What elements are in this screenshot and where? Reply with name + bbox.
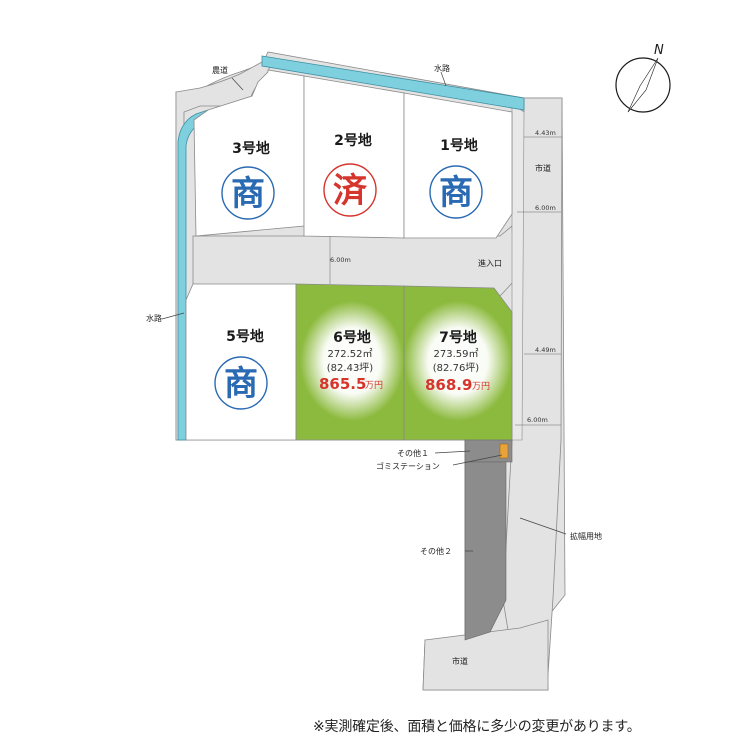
dimension-labels: 4.43m 6.00m 6.00m 4.49m 6.00m xyxy=(330,129,556,424)
compass-needle-light xyxy=(627,57,659,113)
entrance-label: 進入口 xyxy=(478,259,502,268)
dim-label-2: 6.00m xyxy=(535,204,556,212)
other1-label: その他１ xyxy=(397,448,429,458)
other-2-area xyxy=(464,461,507,641)
farm-road-label: 農道 xyxy=(212,65,228,75)
lot-6-name: 6号地 xyxy=(333,329,371,346)
expansion-strip xyxy=(511,103,525,441)
lot-2-status-circle xyxy=(323,163,377,217)
lot-7-name: 7号地 xyxy=(439,329,477,346)
waterway-left-label: 水路 xyxy=(146,313,162,323)
dim-label-5: 6.00m xyxy=(527,416,548,424)
lot-7-price: 868.9 xyxy=(425,376,472,394)
city-road-bottom-label: 市道 xyxy=(452,656,468,666)
leader-waterway-left xyxy=(161,312,185,320)
dimension-lines xyxy=(329,136,562,426)
garbage-station-label: ゴミステーション xyxy=(376,461,440,471)
city-road-right-label: 市道 xyxy=(535,163,551,173)
leader-expansion xyxy=(519,517,567,535)
lot-2-name: 2号地 xyxy=(334,132,372,149)
other2-label: その他２ xyxy=(420,546,452,556)
lot-5-status-circle xyxy=(214,356,268,410)
lot-6-area-m2: 272.52㎡ xyxy=(328,348,373,360)
lot-5-name: 5号地 xyxy=(226,328,264,345)
waterway-top-label: 水路 xyxy=(434,63,450,73)
lot-7-area-m2: 273.59㎡ xyxy=(434,348,479,360)
lot-3-status: 商 xyxy=(231,174,265,214)
lot-1-status-circle xyxy=(429,165,483,219)
waterway-top xyxy=(261,55,525,111)
lot-6-area-tsubo: (82.43坪) xyxy=(327,361,374,374)
lot-3-name: 3号地 xyxy=(232,140,270,157)
expansion-land-label: 拡幅用地 xyxy=(570,531,602,541)
leader-farm-road xyxy=(231,77,244,91)
lot-7-price-unit: 万円 xyxy=(472,381,490,392)
leader-lines xyxy=(161,71,567,552)
compass: N xyxy=(615,43,671,113)
lot-2-status: 済 xyxy=(333,171,368,211)
lot-3-status-circle xyxy=(221,166,275,220)
dim-label-4: 4.49m xyxy=(535,346,556,354)
leader-waterway-top xyxy=(440,71,447,87)
city-road-bottom xyxy=(422,619,549,691)
dim-label-1: 4.43m xyxy=(535,129,556,137)
lot-5-status: 商 xyxy=(224,364,258,404)
garbage-station-area xyxy=(499,443,509,459)
lot-6-price: 865.5 xyxy=(319,375,366,393)
lot-1-name: 1号地 xyxy=(440,137,478,154)
dim-label-3: 6.00m xyxy=(330,256,351,264)
lot-1-status: 商 xyxy=(439,173,473,213)
lot-7-glow xyxy=(404,301,512,421)
lot-6-glow xyxy=(300,301,404,421)
compass-north-label: N xyxy=(654,43,664,58)
leader-garbage xyxy=(452,454,503,466)
leader-other1 xyxy=(434,450,471,454)
disclaimer-note: ※実測確定後、面積と価格に多少の変更があります。 xyxy=(313,719,641,735)
lot-6-price-unit: 万円 xyxy=(365,380,383,391)
lot-7-area-tsubo: (82.76坪) xyxy=(433,361,480,374)
